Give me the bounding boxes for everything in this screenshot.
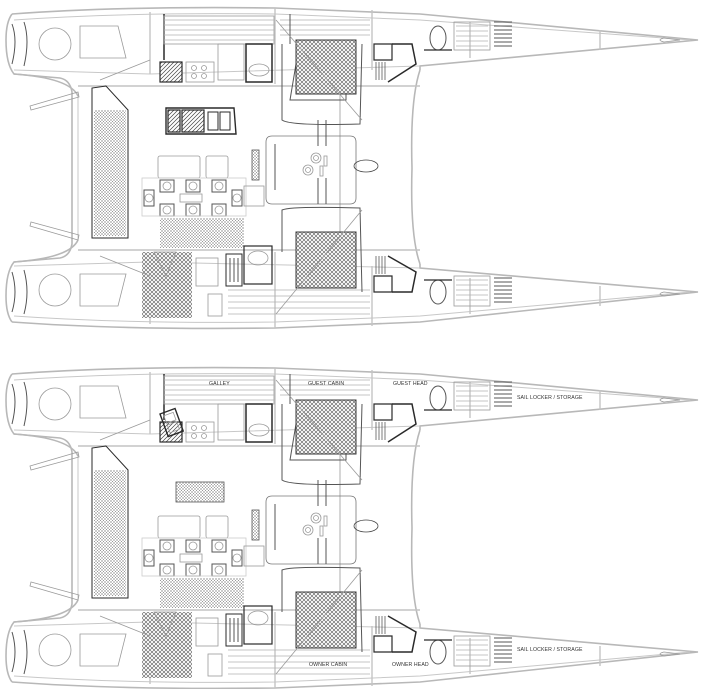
label-owner-cabin: OWNER CABIN	[309, 662, 347, 668]
label-guest-cabin: GUEST CABIN	[308, 381, 344, 387]
deck-plan-layout-top	[5, 6, 699, 330]
label-galley: GALLEY	[209, 381, 230, 387]
label-owner-head: OWNER HEAD	[392, 662, 429, 668]
label-sail-locker-top: SAIL LOCKER / STORAGE	[517, 395, 583, 401]
label-sail-locker-bottom: SAIL LOCKER / STORAGE	[517, 647, 583, 653]
deck-plan-layout-bottom: GALLEY GUEST CABIN GUEST HEAD SAIL LOCKE…	[5, 366, 699, 689]
label-guest-head: GUEST HEAD	[393, 381, 428, 387]
